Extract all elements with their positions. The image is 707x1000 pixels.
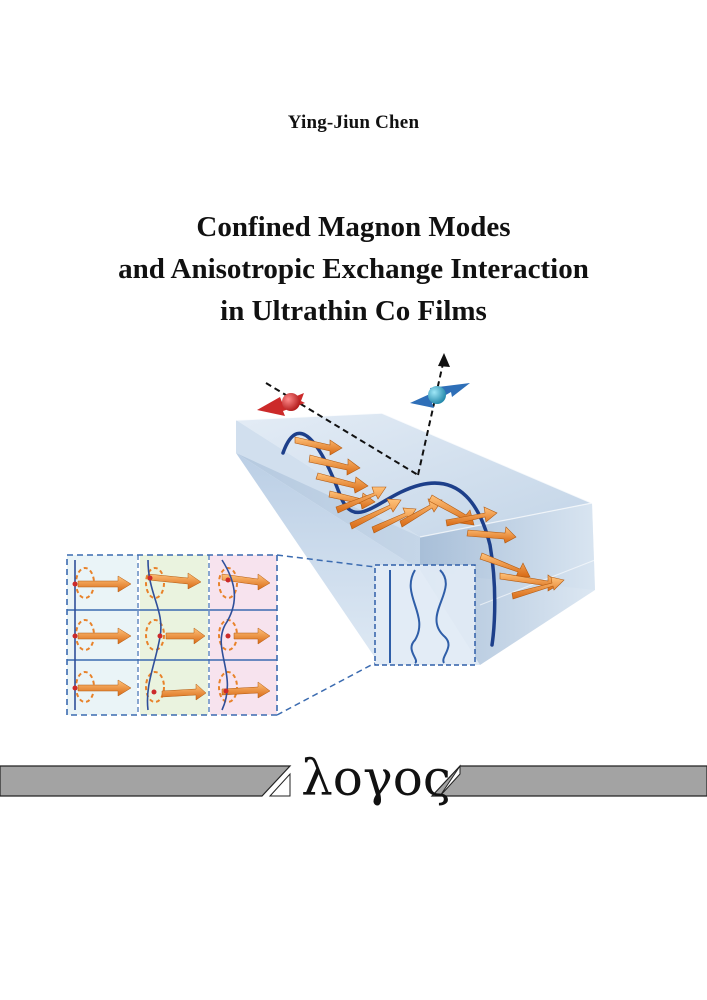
publisher-logo: λογος <box>301 749 451 807</box>
book-title: Confined Magnon Modes and Anisotropic Ex… <box>0 206 707 332</box>
cross-section-profile <box>374 564 476 666</box>
precessing-spin-arrows <box>294 436 565 600</box>
title-line-3: in Ultrathin Co Films <box>220 295 487 327</box>
title-line-2: and Anisotropic Exchange Interaction <box>118 253 589 285</box>
confined-modes-inset <box>66 554 278 716</box>
title-line-1: Confined Magnon Modes <box>196 211 511 243</box>
electron-scattering <box>257 353 470 476</box>
magnon-illustration <box>66 353 596 716</box>
spin-wave-curve <box>281 431 497 647</box>
author-name: Ying-Jiun Chen <box>287 112 420 133</box>
zoom-connector <box>276 554 376 716</box>
publisher-band <box>0 764 707 797</box>
